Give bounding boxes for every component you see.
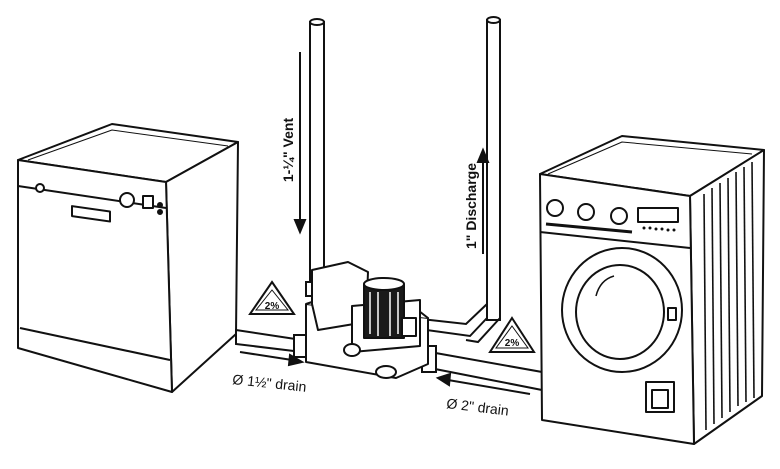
small-drain-arrow-line [239, 351, 293, 361]
dishwasher-display [142, 195, 154, 209]
pump-unit [305, 261, 429, 379]
vent-arrow-head-icon [293, 219, 307, 235]
slope-triangle-left-icon [248, 280, 296, 315]
vent-pipe [305, 18, 329, 297]
slope-label-left: 2% [265, 301, 280, 312]
vent-pipe-body [309, 21, 325, 291]
large-drain-arrow-line [447, 379, 531, 395]
discharge-pipe-top [486, 16, 501, 24]
large-drain-label: Ø 2" drain [446, 395, 510, 419]
large-drain-arrow-head-icon [435, 372, 452, 387]
discharge-pipe-body [486, 19, 501, 321]
washing-machine [539, 135, 765, 445]
washer-knob-1-icon [546, 199, 564, 217]
flow-arrows [239, 52, 531, 395]
discharge-pipe [411, 16, 501, 344]
dishwasher-handle [71, 205, 111, 223]
washer-knob-3-icon [610, 207, 628, 225]
pump-motor-top [363, 277, 405, 291]
dishwasher-side [165, 141, 239, 393]
slope-label-right: 2% [505, 338, 520, 349]
small-drain-label: Ø 1½" drain [232, 371, 308, 395]
washer-door-window [575, 264, 665, 360]
dishwasher [17, 123, 239, 393]
slope-marker-right: 2% [488, 316, 536, 353]
slope-marker-left: 2% [248, 280, 296, 315]
small-drain-arrow-head-icon [287, 353, 305, 367]
slope-triangle-right-icon [488, 316, 536, 353]
small-drain-pipe [235, 328, 303, 354]
discharge-arrow-head-icon [476, 147, 490, 163]
left-pipe-coupling [293, 334, 307, 358]
washer-side-ribs [703, 161, 755, 431]
dishwasher-button-icon [35, 183, 45, 193]
discharge-label: 1" Discharge [463, 163, 479, 249]
washer-knob-2-icon [577, 203, 595, 221]
washer-display [637, 207, 679, 223]
vent-label: 1-¼" Vent [280, 118, 296, 183]
vent-pipe-top [309, 18, 325, 26]
dishwasher-dial-icon [119, 192, 135, 208]
dishwasher-front [17, 159, 173, 393]
